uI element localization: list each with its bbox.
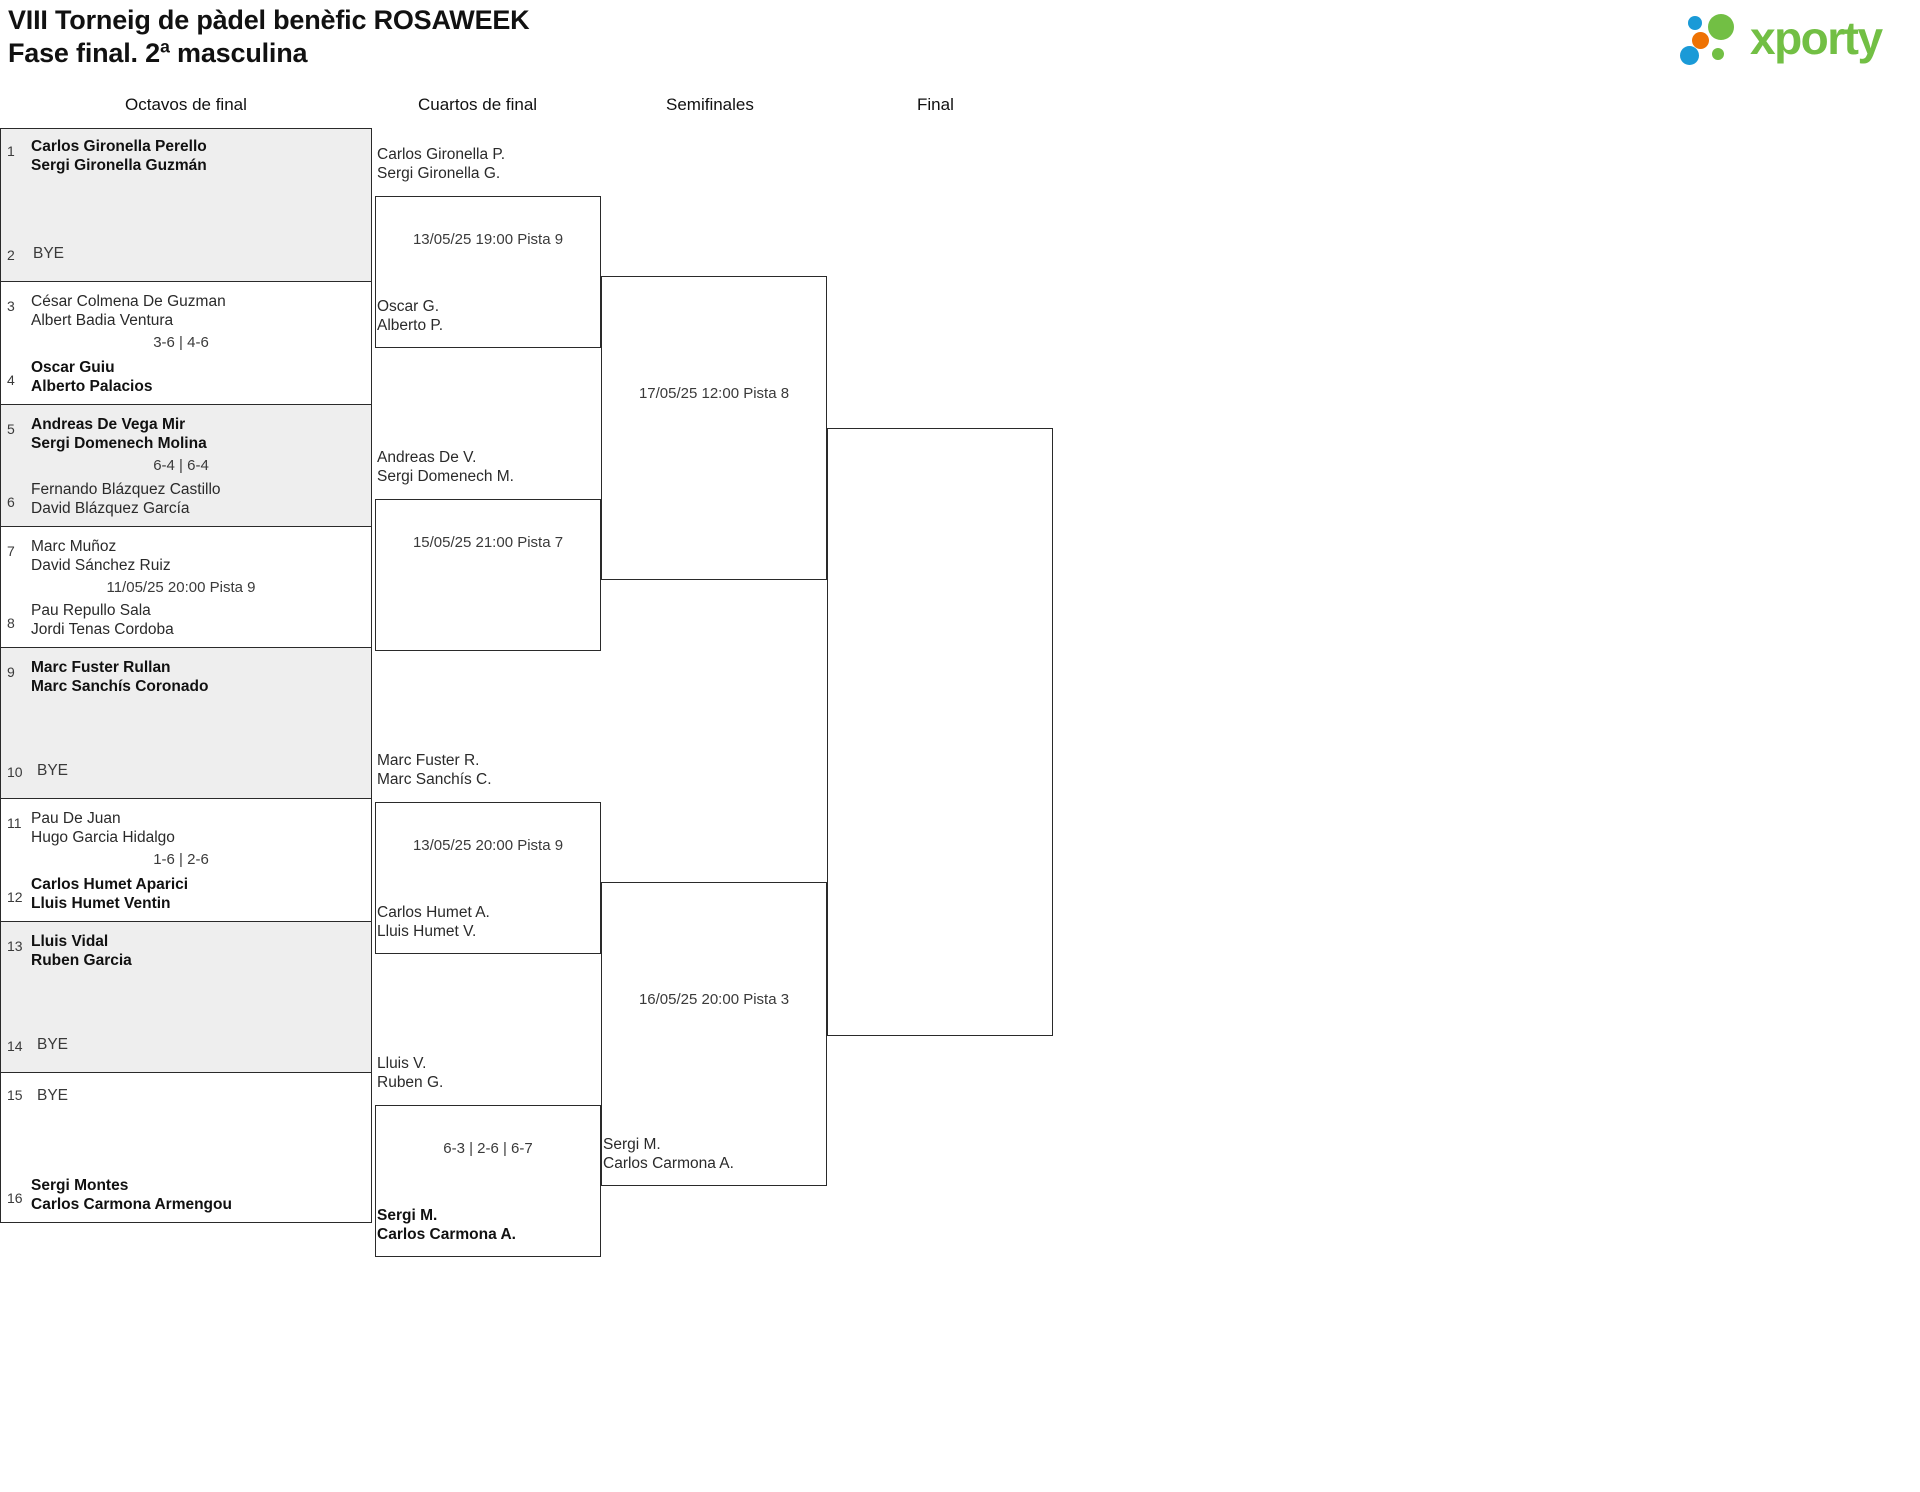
seed-number: 3	[7, 298, 15, 314]
round-header-semifinales: Semifinales	[666, 95, 754, 114]
sf1-match-info: 17/05/25 12:00 Pista 8	[638, 385, 790, 402]
qf1-team-top: Carlos Gironella P. Sergi Gironella G.	[377, 146, 506, 182]
round-header-final: Final	[917, 95, 954, 114]
seed-number: 11	[7, 815, 22, 831]
qf1-match-info: 13/05/25 19:00 Pista 9	[412, 231, 564, 248]
sf2-match-info: 16/05/25 20:00 Pista 3	[638, 991, 790, 1008]
round-header-octavos: Octavos de final	[125, 95, 247, 114]
team-name-bottom: Carlos Humet Aparici Lluis Humet Ventin	[31, 876, 189, 912]
qf2-team-top: Andreas De V. Sergi Domenech M.	[377, 449, 514, 485]
match-row-1[interactable]: 1 Carlos Gironella Perello Sergi Gironel…	[0, 128, 372, 281]
match-info: 1-6 | 2-6	[153, 851, 209, 868]
team-name-bottom: Pau Repullo Sala Jordi Tenas Cordoba	[31, 602, 174, 638]
team-name-bottom: Sergi Montes Carlos Carmona Armengou	[31, 1177, 232, 1213]
sf1-connector-box[interactable]	[601, 276, 827, 580]
match-row-8[interactable]: 15 BYE 16 Sergi Montes Carlos Carmona Ar…	[0, 1072, 372, 1223]
qf4-connector-box[interactable]	[375, 1105, 601, 1257]
team-name-top: Marc Fuster Rullan Marc Sanchís Coronado	[31, 659, 209, 695]
seed-number: 4	[7, 372, 15, 388]
team-name-top: Pau De Juan Hugo Garcia Hidalgo	[31, 810, 175, 846]
sf2-team-bottom: Sergi M. Carlos Carmona A.	[603, 1136, 734, 1172]
qf3-match-info: 13/05/25 20:00 Pista 9	[412, 837, 564, 854]
qf1-team-bottom: Oscar G. Alberto P.	[377, 298, 444, 334]
seed-number: 5	[7, 421, 15, 437]
team-name-top: Carlos Gironella Perello Sergi Gironella…	[31, 138, 207, 174]
match-row-4[interactable]: 7 Marc Muñoz David Sánchez Ruiz 11/05/25…	[0, 526, 372, 647]
logo-wordmark: xporty	[1750, 12, 1883, 64]
qf4-team-top: Lluis V. Ruben G.	[377, 1055, 444, 1091]
qf3-team-bottom: Carlos Humet A. Lluis Humet V.	[377, 904, 490, 940]
qf3-team-top: Marc Fuster R. Marc Sanchís C.	[377, 752, 492, 788]
team-name-top: César Colmena De Guzman Albert Badia Ven…	[31, 293, 226, 329]
round-of-16-column: 1 Carlos Gironella Perello Sergi Gironel…	[0, 128, 372, 1223]
qf3-connector-box[interactable]	[375, 802, 601, 954]
team-name-bottom: BYE	[37, 1036, 69, 1053]
xporty-logo: xporty	[1672, 8, 1902, 70]
team-name-top: Lluis Vidal Ruben Garcia	[31, 933, 132, 969]
team-name-bottom: Oscar Guiu Alberto Palacios	[31, 359, 153, 395]
qf4-match-info: 6-3 | 2-6 | 6-7	[443, 1140, 533, 1157]
final-connector-box[interactable]	[827, 428, 1053, 1036]
seed-number: 10	[7, 764, 23, 780]
match-row-2[interactable]: 3 César Colmena De Guzman Albert Badia V…	[0, 281, 372, 404]
qf4-team-bottom: Sergi M. Carlos Carmona A.	[377, 1207, 516, 1243]
seed-number: 6	[7, 494, 15, 510]
match-info: 6-4 | 6-4	[153, 457, 209, 474]
seed-number: 8	[7, 615, 15, 631]
team-name-bottom: BYE	[37, 762, 69, 779]
team-name-bottom: Fernando Blázquez Castillo David Blázque…	[31, 481, 221, 517]
sf2-connector-box[interactable]	[601, 882, 827, 1186]
seed-number: 1	[7, 143, 15, 159]
seed-number: 16	[7, 1190, 23, 1206]
team-name-top: Andreas De Vega Mir Sergi Domenech Molin…	[31, 416, 207, 452]
match-info: 11/05/25 20:00 Pista 9	[106, 579, 256, 596]
match-row-7[interactable]: 13 Lluis Vidal Ruben Garcia 14 BYE	[0, 921, 372, 1072]
team-name-bottom: BYE	[33, 245, 65, 262]
qf2-connector-box[interactable]	[375, 499, 601, 651]
seed-number: 15	[7, 1087, 23, 1103]
qf1-connector-box[interactable]	[375, 196, 601, 348]
seed-number: 7	[7, 543, 15, 559]
seed-number: 2	[7, 247, 15, 263]
logo-dots-icon	[1672, 14, 1744, 66]
team-name-top: BYE	[37, 1087, 69, 1104]
seed-number: 12	[7, 889, 23, 905]
match-row-6[interactable]: 11 Pau De Juan Hugo Garcia Hidalgo 1-6 |…	[0, 798, 372, 921]
seed-number: 13	[7, 938, 23, 954]
match-info: 3-6 | 4-6	[153, 334, 209, 351]
team-name-top: Marc Muñoz David Sánchez Ruiz	[31, 538, 171, 574]
tournament-title-line1: VIII Torneig de pàdel benèfic ROSAWEEK	[8, 5, 530, 35]
qf2-match-info: 15/05/25 21:00 Pista 7	[412, 534, 564, 551]
round-header-cuartos: Cuartos de final	[418, 95, 538, 114]
page-title: VIII Torneig de pàdel benèfic ROSAWEEK F…	[8, 4, 530, 70]
seed-number: 14	[7, 1038, 23, 1054]
tournament-title-line2: Fase final. 2ª masculina	[8, 38, 308, 68]
match-row-5[interactable]: 9 Marc Fuster Rullan Marc Sanchís Corona…	[0, 647, 372, 798]
seed-number: 9	[7, 664, 15, 680]
match-row-3[interactable]: 5 Andreas De Vega Mir Sergi Domenech Mol…	[0, 404, 372, 526]
